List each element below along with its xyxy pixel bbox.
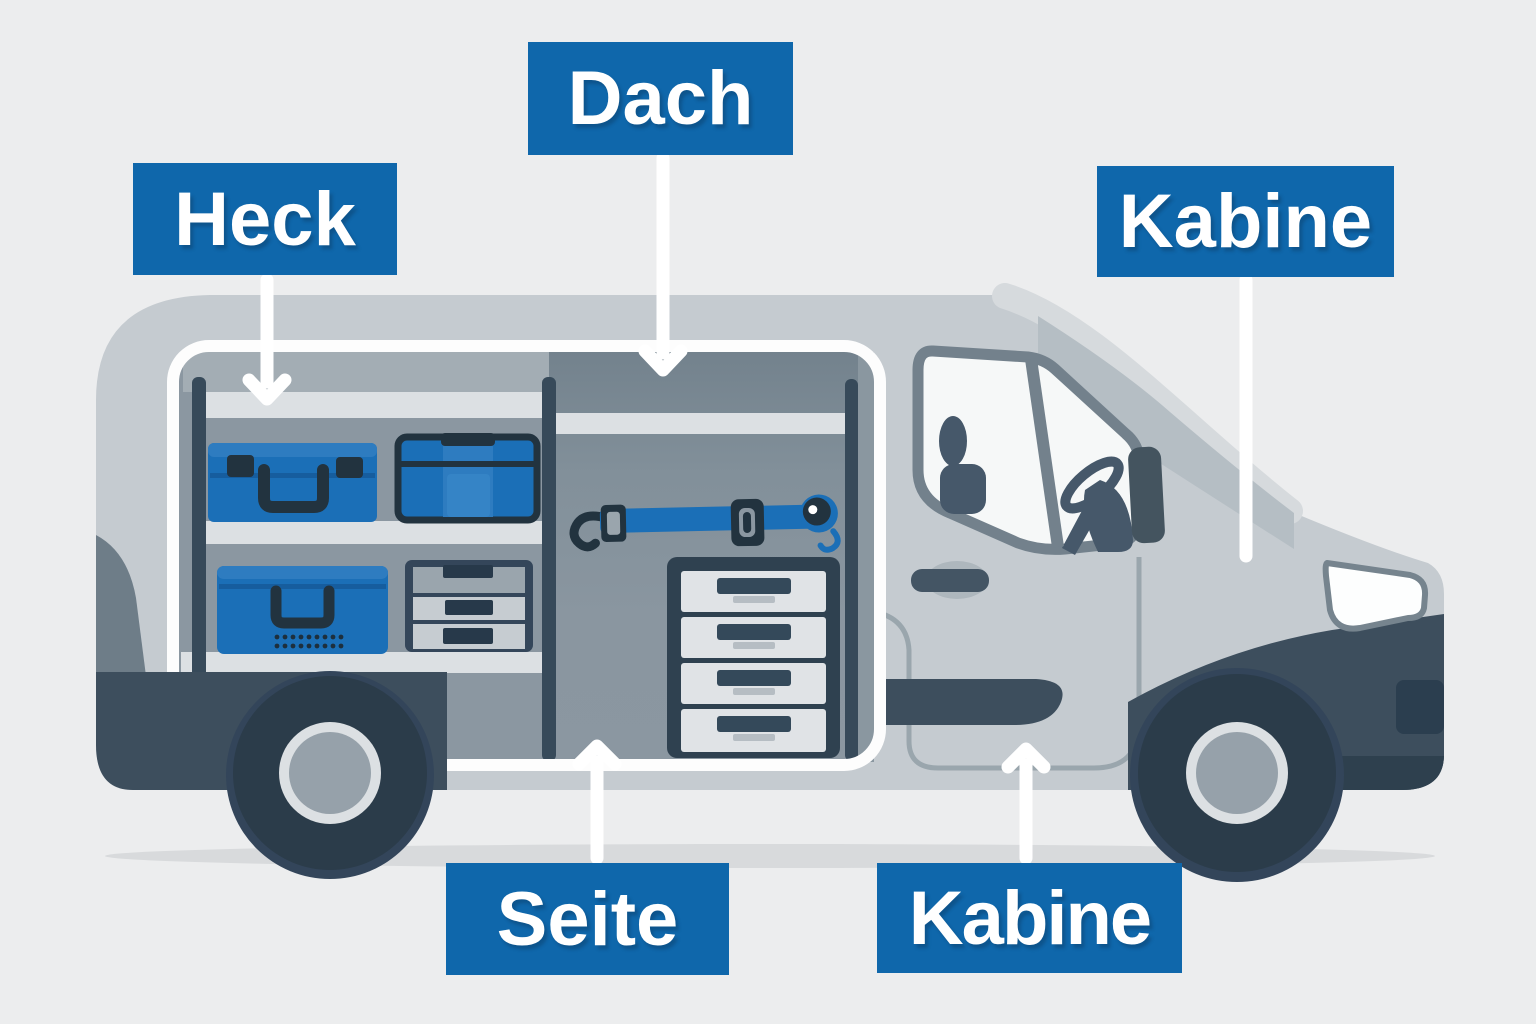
cargo-area [179, 352, 874, 762]
cargo-ceiling-band [183, 352, 549, 392]
strap-ratchet-reel [799, 494, 841, 553]
ground-shadow [105, 844, 1435, 868]
door-edge-strip [858, 352, 874, 762]
shelf-post-center [542, 377, 556, 761]
toolbox-blue-1 [208, 443, 377, 522]
shelf-middle [206, 521, 542, 544]
label-kabine-top-text: Kabine [1118, 179, 1373, 264]
pointer-arrow-kabine-bottom [1001, 742, 1051, 865]
strap-band [599, 504, 819, 533]
headlight [1322, 560, 1429, 632]
shelf-bottom [181, 652, 542, 673]
label-dach-text: Dach [567, 56, 754, 141]
lashing-strap [569, 494, 841, 553]
toolbox-blue-2 [394, 433, 541, 524]
side-mirror [1128, 446, 1165, 544]
label-kabine-bottom: Kabine [877, 863, 1182, 973]
label-kabine-top: Kabine [1097, 166, 1394, 277]
label-heck-text: Heck [174, 176, 356, 262]
cab-window [912, 345, 1165, 555]
label-dach: Dach [528, 42, 793, 155]
pointer-arrow-seite [572, 739, 622, 865]
mini-drawer-unit [405, 560, 533, 652]
window-divider [1025, 358, 1064, 548]
rear-hubcap [289, 732, 371, 814]
windshield-slope-shade [1038, 316, 1294, 549]
shelf-post-left [192, 377, 206, 761]
roof-rail-shelf [553, 413, 845, 434]
shelf-post-right [845, 379, 858, 761]
pointer-arrow-heck [242, 273, 292, 406]
steering-wheel [1060, 456, 1133, 555]
bumper-lower-lip [1318, 756, 1444, 790]
rear-wheel [233, 676, 427, 870]
front-hubcap [1196, 732, 1278, 814]
label-kabine-bottom-text: Kabine [908, 875, 1152, 961]
rear-corner-shade [96, 535, 146, 676]
front-wheel [1138, 674, 1336, 872]
cargo-outline [167, 340, 886, 771]
door-trim-strip [879, 679, 1063, 725]
label-seite-text: Seite [496, 876, 679, 962]
drawer-cabinet [667, 557, 840, 758]
pointer-arrow-dach [638, 151, 688, 377]
strap-hook-left [569, 511, 611, 552]
driver-seat [939, 416, 986, 514]
door-handle [911, 561, 989, 599]
label-seite: Seite [446, 863, 729, 975]
toolbox-blue-3 [217, 566, 388, 654]
label-heck: Heck [133, 163, 397, 275]
bumper-air-intake [1396, 680, 1444, 734]
door-handle-bar [911, 569, 989, 592]
